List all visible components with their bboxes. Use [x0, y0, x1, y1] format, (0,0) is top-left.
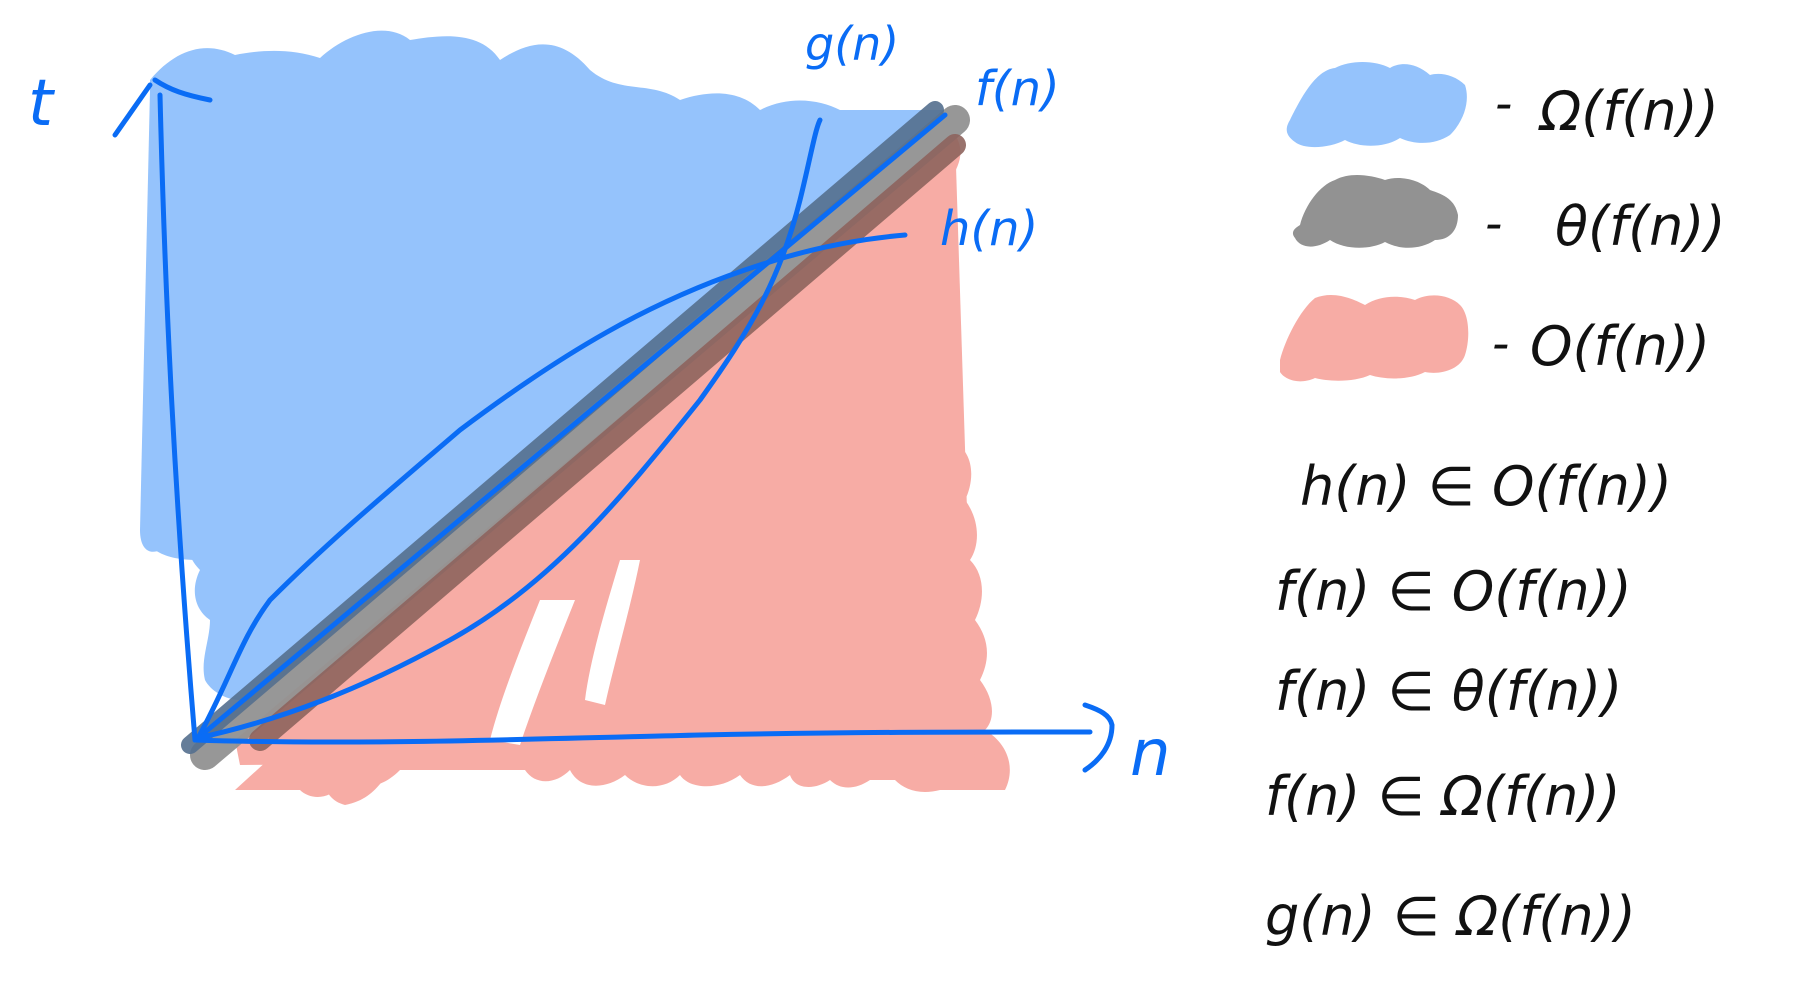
legend: - Ω(f(n)) - θ(f(n)) - O(f(n)) — [1280, 62, 1726, 382]
omega-swatch-icon — [1286, 62, 1467, 148]
legend-label-omega: Ω(f(n)) — [1538, 80, 1719, 143]
x-axis-label: n — [1130, 717, 1171, 791]
legend-dash: - — [1485, 196, 1502, 252]
legend-label-bigo: O(f(n)) — [1530, 315, 1710, 378]
y-axis — [157, 92, 198, 743]
legend-item-omega: - Ω(f(n)) — [1286, 62, 1719, 148]
diagram-labels: t n g(n) f(n) h(n) — [28, 17, 1171, 791]
statement-f-in-theta: f(n) ∈ θ(f(n)) — [1275, 660, 1622, 723]
legend-item-theta: - θ(f(n)) — [1292, 175, 1726, 258]
legend-dash: - — [1492, 316, 1509, 372]
curve-label-f: f(n) — [975, 61, 1060, 117]
legend-label-theta: θ(f(n)) — [1555, 195, 1726, 258]
statement-g-in-omega: g(n) ∈ Ω(f(n)) — [1265, 885, 1636, 948]
curve-label-h: h(n) — [940, 201, 1038, 257]
curve-f — [195, 112, 948, 741]
statements: h(n) ∈ O(f(n)) f(n) ∈ O(f(n)) f(n) ∈ θ(f… — [1265, 455, 1672, 948]
statement-f-in-omega: f(n) ∈ Ω(f(n)) — [1265, 765, 1621, 828]
function-curves — [195, 112, 948, 741]
legend-dash: - — [1495, 76, 1512, 132]
theta-swatch-icon — [1292, 175, 1458, 248]
curve-h — [195, 232, 908, 741]
statement-f-in-o: f(n) ∈ O(f(n)) — [1275, 560, 1632, 623]
x-axis — [192, 729, 1093, 745]
y-axis-arrow-icon — [112, 77, 213, 138]
axes — [112, 77, 1115, 773]
curve-label-g: g(n) — [805, 17, 899, 71]
bigo-swatch-icon — [1280, 295, 1469, 382]
curve-g — [195, 117, 823, 741]
statement-h-in-o: h(n) ∈ O(f(n)) — [1300, 455, 1672, 518]
y-axis-label: t — [28, 67, 56, 141]
x-axis-arrow-icon — [1082, 702, 1115, 773]
legend-item-bigo: - O(f(n)) — [1280, 295, 1710, 382]
